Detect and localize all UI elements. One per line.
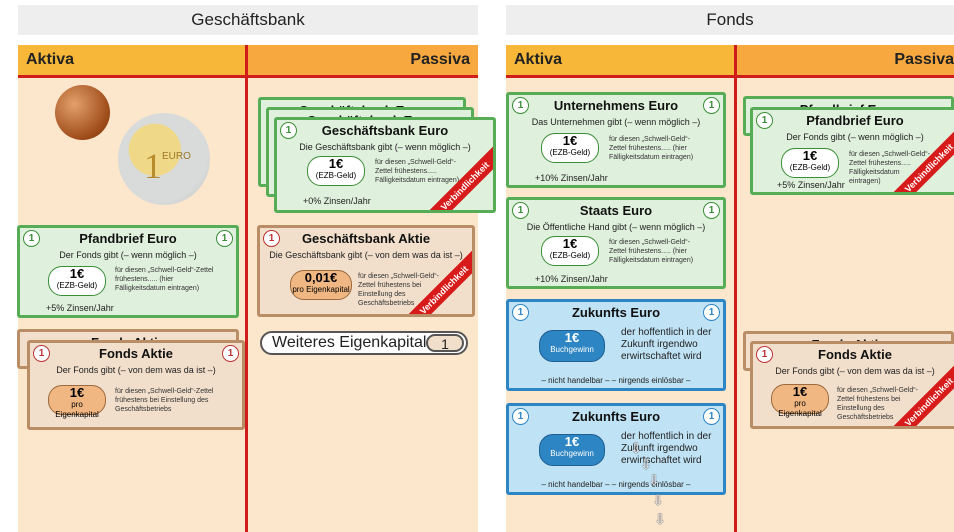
zukunfts-euro-note[interactable]: 1 1 Zukunfts Euro 1€Buchgewinn der hoffe… bbox=[506, 299, 726, 391]
eigenkapital-count-badge: 1 bbox=[426, 334, 464, 352]
fonds-aktie-note[interactable]: 1 Fonds Aktie Der Fonds gibt (– von dem … bbox=[750, 341, 954, 429]
bank-title: Geschäftsbank bbox=[18, 5, 478, 35]
bank-divider bbox=[245, 45, 248, 532]
fonds-passiva-header: Passiva bbox=[737, 45, 954, 78]
weiteres-eigenkapital-pill[interactable]: Weiteres Eigenkapital 1 bbox=[260, 331, 468, 355]
fonds-divider bbox=[734, 45, 737, 532]
down-arrow-icon: ⇩ bbox=[648, 472, 660, 488]
zukunfts-euro-note[interactable]: 1 1 Zukunfts Euro 1€Buchgewinn der hoffe… bbox=[506, 403, 726, 495]
pfandbrief-euro-note[interactable]: 1 Pfandbrief Euro Der Fonds gibt (– wenn… bbox=[750, 107, 954, 195]
bank-passiva-header: Passiva bbox=[248, 45, 478, 78]
down-arrow-icon: ⇩ bbox=[652, 492, 664, 508]
staats-euro-note[interactable]: 1 1 Staats Euro Die Öffentliche Hand gib… bbox=[506, 197, 726, 289]
down-arrow-icon: ⇩ bbox=[654, 511, 666, 527]
fonds-title: Fonds bbox=[506, 5, 954, 35]
bank-aktiva-header: Aktiva bbox=[18, 45, 245, 78]
fonds-aktie-note[interactable]: 1 1 Fonds Aktie Der Fonds gibt (– von de… bbox=[27, 340, 245, 430]
geschaeftsbank-euro-note[interactable]: 1 Geschäftsbank Euro Die Geschäftsbank g… bbox=[274, 117, 496, 213]
signature bbox=[25, 258, 39, 308]
down-arrow-icon: ⇩ bbox=[640, 456, 652, 472]
geschaeftsbank-aktie-note[interactable]: 1 Geschäftsbank Aktie Die Geschäftsbank … bbox=[257, 225, 475, 317]
pfandbrief-euro-note[interactable]: 1 1 Pfandbrief Euro Der Fonds gibt (– we… bbox=[17, 225, 239, 318]
fonds-aktiva-header: Aktiva bbox=[506, 45, 734, 78]
cent-coin-icon bbox=[55, 85, 110, 140]
unternehmens-euro-note[interactable]: 1 1 Unternehmens Euro Das Unternehmen gi… bbox=[506, 92, 726, 188]
down-arrow-icon: ⇩ bbox=[630, 440, 642, 456]
